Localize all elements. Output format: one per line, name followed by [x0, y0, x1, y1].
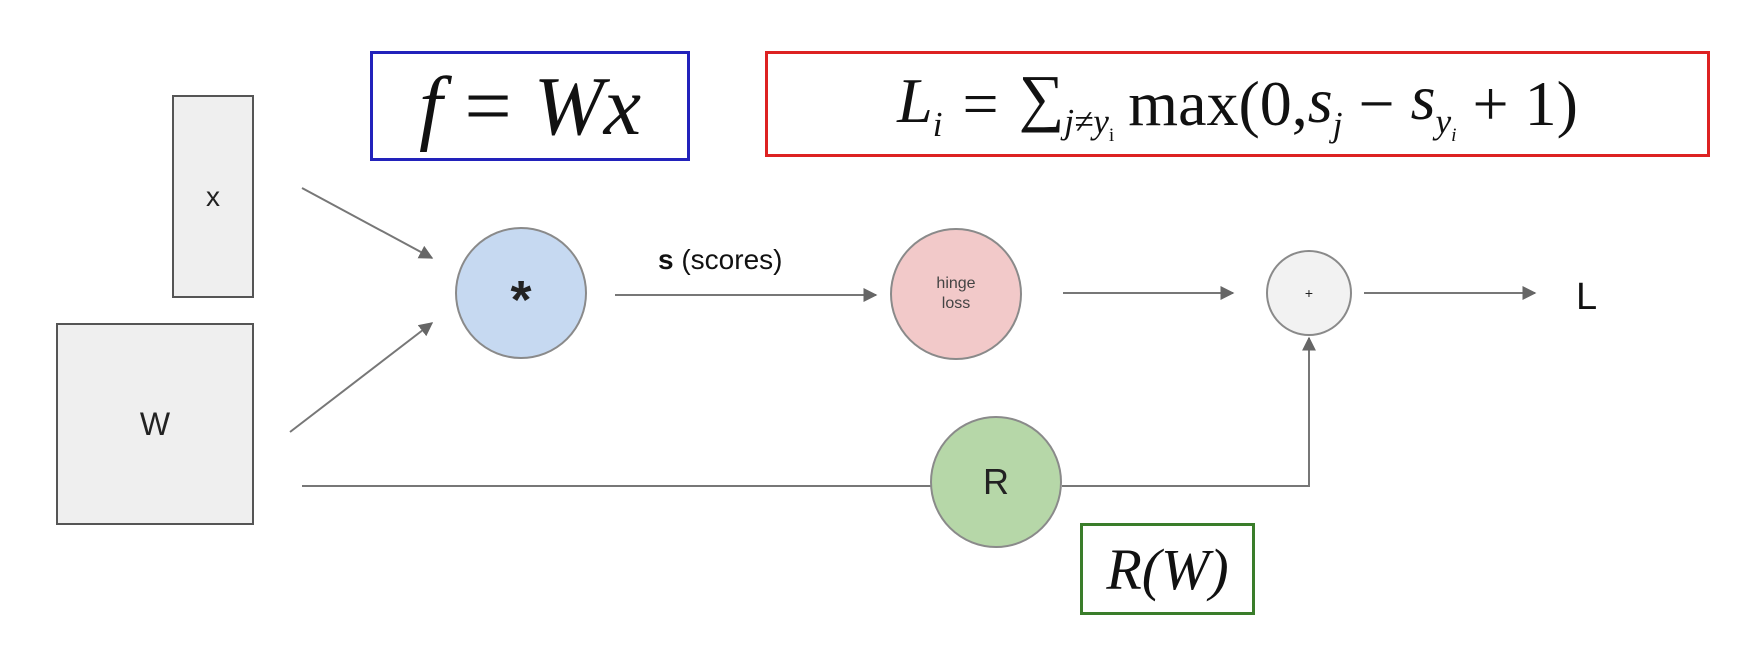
loss-max: max(0, [1128, 68, 1308, 139]
scores-symbol: s [658, 244, 674, 275]
hinge-loss-node: hinge loss [890, 228, 1022, 360]
hinge-loss-label: hinge loss [936, 275, 976, 312]
input-x-box: x [172, 95, 254, 298]
regularization-node: R [930, 416, 1062, 548]
plus-node: + [1266, 250, 1352, 336]
edge-w-to-multiply [289, 322, 434, 433]
loss-lhs: Li [897, 64, 943, 144]
scores-text: (scores) [673, 244, 783, 275]
regularization-formula: R(W) [1080, 523, 1255, 615]
edge-x-to-multiply [301, 187, 434, 259]
multiply-label: * [510, 270, 532, 330]
loss-minus: − [1342, 68, 1411, 139]
f-equals: = [464, 59, 512, 153]
score-function-formula: f = Wx [370, 51, 690, 161]
plus-label: + [1304, 285, 1314, 301]
output-loss-label: L [1576, 276, 1598, 318]
regularization-label: R [983, 461, 1009, 502]
hinge-loss-formula: Li = ∑j≠yi max(0, sj − syi + 1) [765, 51, 1710, 157]
loss-syi: syi [1410, 62, 1457, 146]
f-rhs: Wx [533, 59, 641, 153]
edge-reg-to-plus [1062, 336, 1316, 487]
f-lhs: f [419, 59, 443, 153]
loss-sj: sj [1307, 64, 1343, 144]
weights-w-box: W [56, 323, 254, 525]
loss-tail: + 1) [1456, 68, 1578, 139]
input-x-label: x [206, 180, 220, 212]
loss-equals: = [962, 68, 999, 139]
sum-symbol: ∑j≠yi [1018, 62, 1115, 146]
weights-w-label: W [139, 405, 171, 442]
scores-edge-label: s (scores) [658, 244, 782, 276]
multiply-node: * [455, 227, 587, 359]
